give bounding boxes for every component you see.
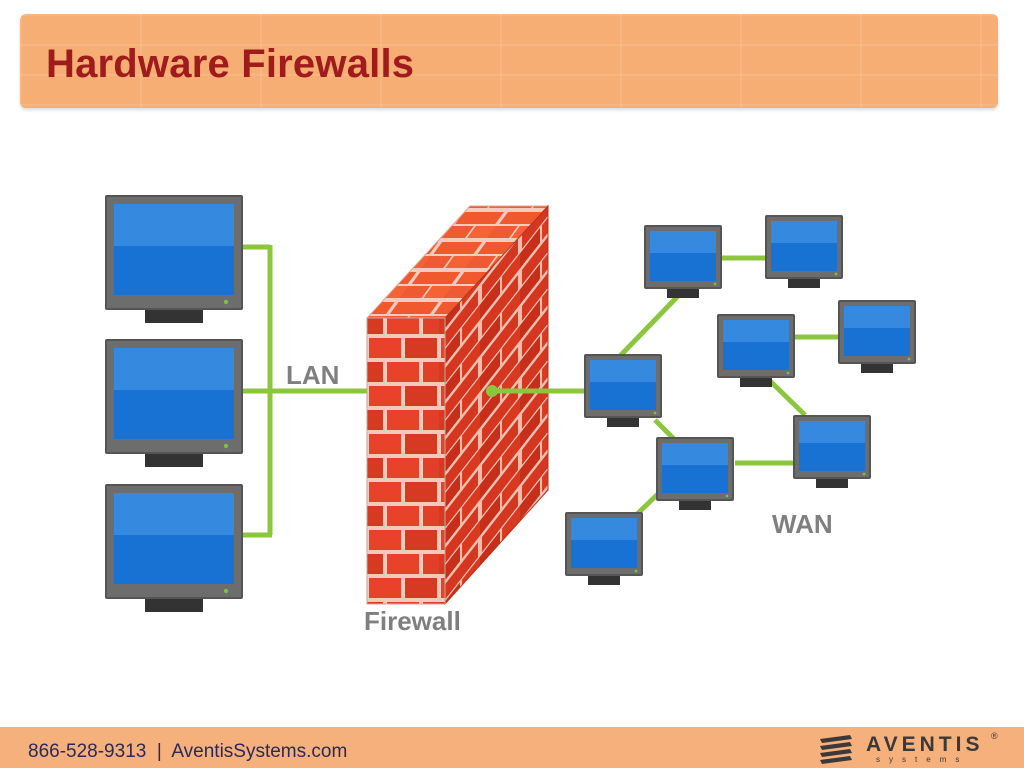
logo-subtitle: systems bbox=[876, 755, 969, 764]
wan-computer-icon bbox=[644, 225, 722, 298]
title-banner: Hardware Firewalls bbox=[20, 14, 998, 108]
firewall-label: Firewall bbox=[364, 606, 461, 636]
lan-label: LAN bbox=[286, 360, 340, 390]
lan-computer-icon bbox=[105, 484, 243, 612]
wan-computer-icon bbox=[584, 354, 662, 427]
logo-wordmark: AVENTIS bbox=[866, 733, 984, 756]
wan-label: WAN bbox=[772, 509, 833, 539]
registered-mark: ® bbox=[991, 731, 998, 741]
connection-node bbox=[486, 385, 498, 397]
page-title: Hardware Firewalls bbox=[46, 42, 415, 86]
lan-computer-icon bbox=[105, 195, 243, 323]
wan-computer-icon bbox=[656, 437, 734, 510]
wan-computer-icon bbox=[838, 300, 916, 373]
firewall-icon bbox=[365, 204, 550, 606]
wan-computer-icon bbox=[717, 314, 795, 387]
wan-computer-icon bbox=[765, 215, 843, 288]
wan-computer-icon bbox=[565, 512, 643, 585]
footer-contact: 866-528-9313 | AventisSystems.com bbox=[28, 741, 348, 762]
aventis-logo-mark-icon bbox=[820, 735, 852, 764]
lan-links bbox=[242, 244, 368, 538]
wan-computer-icon bbox=[793, 415, 871, 488]
footer-bar: 866-528-9313 | AventisSystems.com AVENTI… bbox=[0, 727, 1024, 768]
lan-computer-icon bbox=[105, 339, 243, 467]
aventis-logo: AVENTIS ® systems bbox=[816, 731, 1002, 765]
